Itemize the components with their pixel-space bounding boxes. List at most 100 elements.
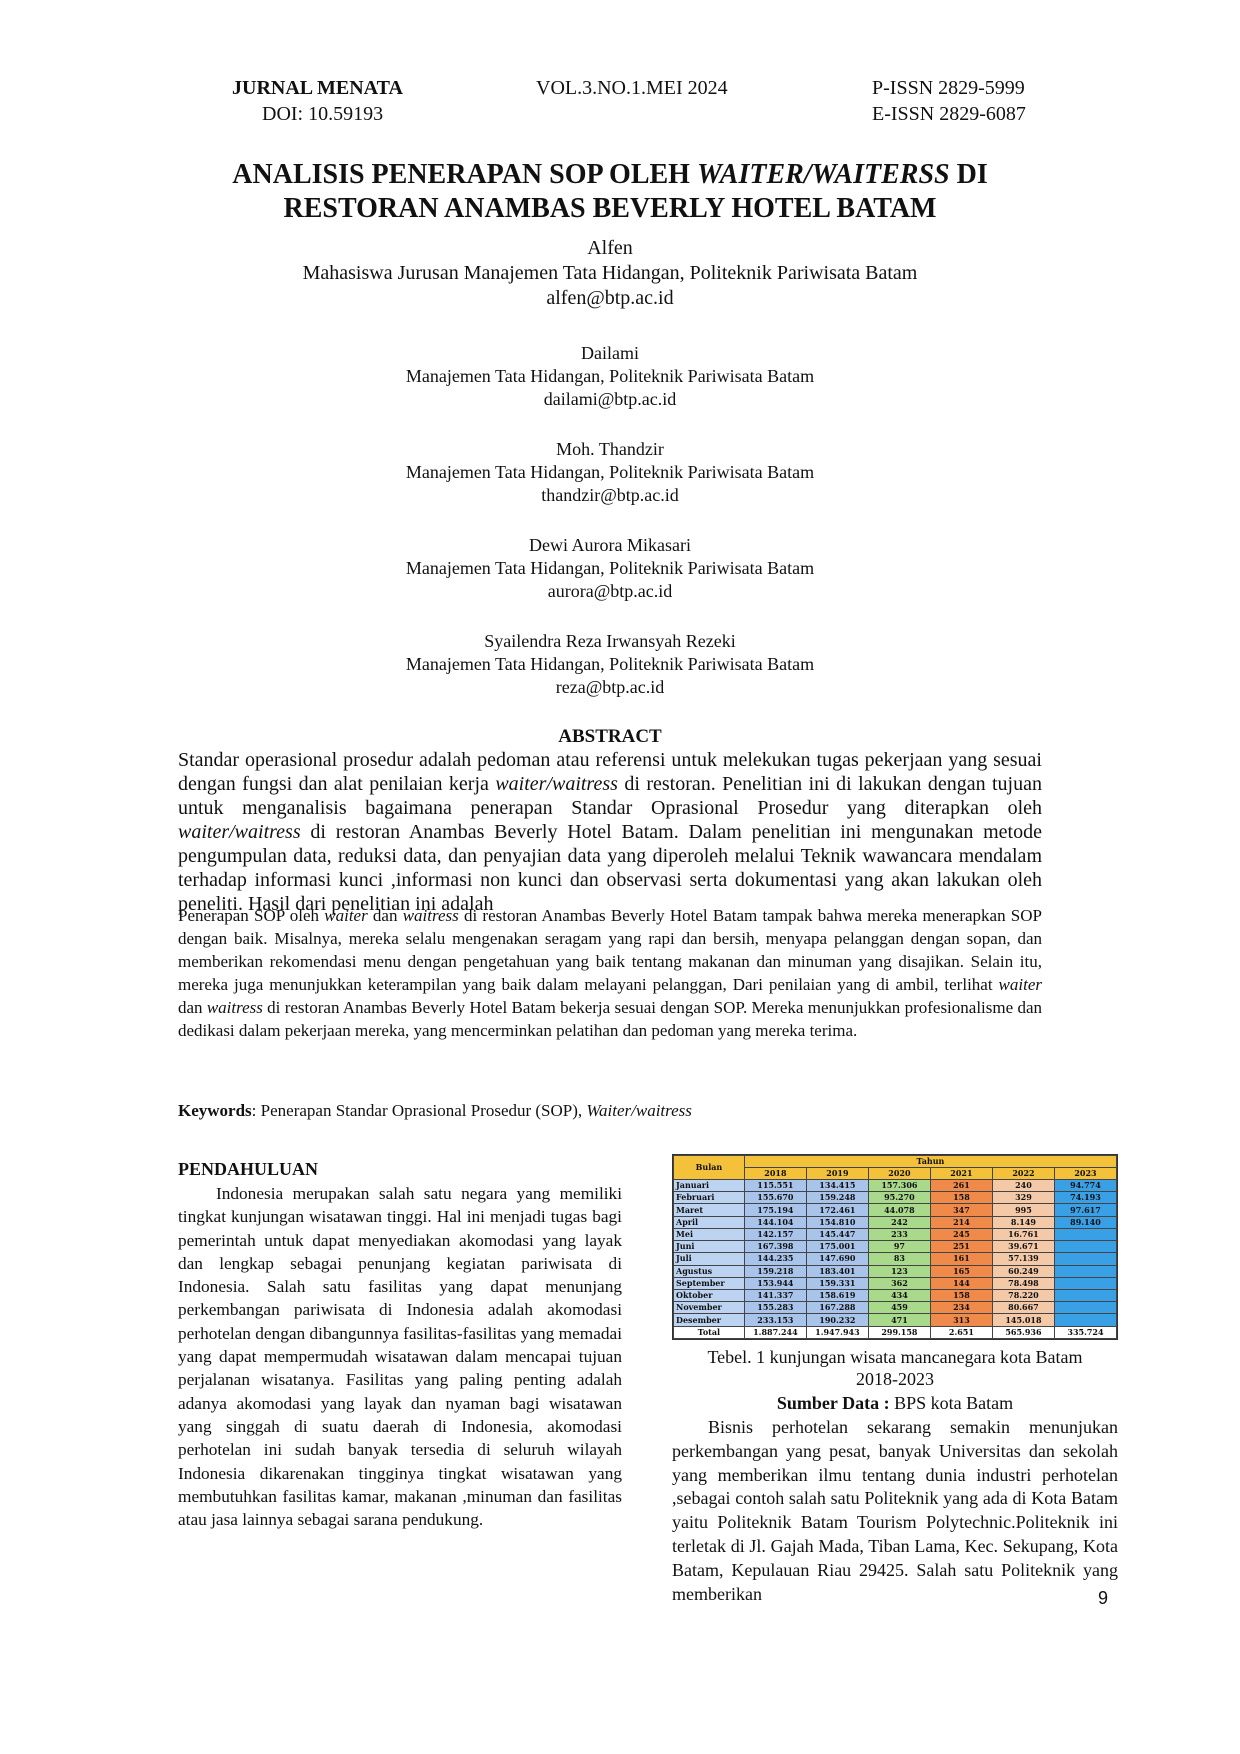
value-cell: 159.331 — [805, 1276, 869, 1290]
year-header: 2022 — [991, 1167, 1055, 1180]
author-email: thandzir@btp.ac.id — [541, 485, 679, 505]
value-cell: 299.158 — [867, 1325, 931, 1340]
introduction-text: Indonesia merupakan salah satu negara ya… — [178, 1184, 622, 1530]
value-cell: 1.947.943 — [805, 1325, 869, 1340]
value-cell: 147.690 — [805, 1252, 869, 1266]
author-affiliation: Manajemen Tata Hidangan, Politeknik Pari… — [405, 654, 815, 674]
value-cell: 995 — [991, 1203, 1055, 1217]
value-cell: 335.724 — [1053, 1325, 1118, 1340]
value-cell: 161 — [929, 1252, 993, 1266]
value-cell: 145.447 — [805, 1227, 869, 1242]
title-line2: RESTORAN ANAMBAS BEVERLY HOTEL BATAM — [283, 193, 937, 224]
value-cell: 190.232 — [805, 1313, 869, 1327]
value-cell: 172.461 — [805, 1203, 869, 1217]
value-cell: 261 — [929, 1178, 993, 1193]
title-part3: DI — [949, 159, 988, 190]
value-cell: 167.288 — [805, 1301, 869, 1315]
value-cell: 155.283 — [743, 1301, 807, 1315]
source-label: Sumber Data : — [776, 1393, 890, 1413]
value-cell: 175.194 — [743, 1203, 807, 1217]
value-cell: 158.619 — [805, 1288, 869, 1303]
month-cell: Desember — [673, 1313, 745, 1327]
introduction-section: PENDAHULUAN Indonesia merupakan salah sa… — [178, 1158, 622, 1531]
value-cell: 145.018 — [991, 1313, 1055, 1327]
value-cell — [1053, 1301, 1118, 1315]
table-caption: Tebel. 1 kunjungan wisata mancanegara ko… — [660, 1346, 1130, 1390]
value-cell: 8.149 — [991, 1215, 1055, 1229]
value-cell: 233.153 — [743, 1313, 807, 1327]
value-cell: 142.157 — [743, 1227, 807, 1242]
title-italic: WAITER/WAITERSS — [696, 159, 950, 190]
value-cell — [1053, 1264, 1118, 1278]
value-cell: 97 — [867, 1240, 931, 1254]
author-email: reza@btp.ac.id — [555, 677, 665, 697]
section-heading: PENDAHULUAN — [178, 1159, 319, 1179]
author-name: Dewi Aurora Mikasari — [529, 535, 691, 555]
value-cell: 159.218 — [743, 1264, 807, 1278]
journal-volume: VOL.3.NO.1.MEI 2024 — [536, 77, 728, 99]
value-cell: 74.193 — [1053, 1191, 1118, 1205]
value-cell: 459 — [867, 1301, 931, 1315]
value-cell — [1053, 1276, 1118, 1290]
author-email: aurora@btp.ac.id — [547, 581, 673, 601]
author-affiliation: Mahasiswa Jurusan Manajemen Tata Hidanga… — [302, 262, 918, 284]
author-3: Moh. Thandzir Manajemen Tata Hidangan, P… — [180, 438, 1040, 507]
value-cell: 144.235 — [743, 1252, 807, 1266]
value-cell: 157.306 — [867, 1178, 931, 1193]
month-cell: Maret — [673, 1203, 745, 1217]
value-cell: 183.401 — [805, 1264, 869, 1278]
year-header: 2023 — [1053, 1167, 1118, 1180]
value-cell — [1053, 1227, 1118, 1242]
value-cell: 471 — [867, 1313, 931, 1327]
value-cell — [1053, 1252, 1118, 1266]
eissn: E-ISSN 2829-6087 — [872, 103, 1026, 125]
author-1: Alfen Mahasiswa Jurusan Manajemen Tata H… — [180, 236, 1040, 311]
value-cell: 2.651 — [929, 1325, 993, 1340]
value-cell: 97.617 — [1053, 1203, 1118, 1217]
source-text: BPS kota Batam — [889, 1393, 1014, 1413]
page-number: 9 — [1098, 1588, 1109, 1608]
year-header: 2021 — [929, 1167, 993, 1180]
value-cell: 155.670 — [743, 1191, 807, 1205]
value-cell: 78.220 — [991, 1288, 1055, 1303]
author-email: dailami@btp.ac.id — [543, 389, 677, 409]
caption-line-1: Tebel. 1 kunjungan wisata mancanegara ko… — [707, 1347, 1083, 1367]
value-cell: 245 — [929, 1227, 993, 1242]
value-cell: 240 — [991, 1178, 1055, 1193]
value-cell: 158 — [929, 1288, 993, 1303]
author-2: Dailami Manajemen Tata Hidangan, Politek… — [180, 342, 1040, 411]
value-cell: 57.139 — [991, 1252, 1055, 1266]
value-cell: 83 — [867, 1252, 931, 1266]
value-cell — [1053, 1313, 1118, 1327]
value-cell: 313 — [929, 1313, 993, 1327]
abstract-heading: ABSTRACT — [558, 726, 662, 747]
year-header: 2018 — [743, 1167, 807, 1180]
value-cell: 175.001 — [805, 1240, 869, 1254]
author-affiliation: Manajemen Tata Hidangan, Politeknik Pari… — [405, 462, 815, 482]
value-cell: 115.551 — [743, 1178, 807, 1193]
value-cell: 329 — [991, 1191, 1055, 1205]
keywords-italic: Waiter/waitress — [586, 1101, 692, 1120]
value-cell: 214 — [929, 1215, 993, 1229]
value-cell: 39.671 — [991, 1240, 1055, 1254]
value-cell: 144.104 — [743, 1215, 807, 1229]
value-cell: 123 — [867, 1264, 931, 1278]
value-cell: 94.774 — [1053, 1178, 1118, 1193]
author-email: alfen@btp.ac.id — [546, 287, 674, 309]
right-column-text: Bisnis perhotelan sekarang semakin menun… — [672, 1417, 1118, 1604]
abstract-paragraph-1: Standar operasional prosedur adalah pedo… — [178, 749, 1042, 915]
title-part1: ANALISIS PENERAPAN SOP OLEH — [232, 159, 697, 190]
right-column: Bisnis perhotelan sekarang semakin menun… — [672, 1416, 1118, 1606]
month-cell: Juni — [673, 1240, 745, 1254]
month-cell: September — [673, 1276, 745, 1290]
month-cell: Februari — [673, 1191, 745, 1205]
month-cell: Total — [673, 1325, 745, 1340]
